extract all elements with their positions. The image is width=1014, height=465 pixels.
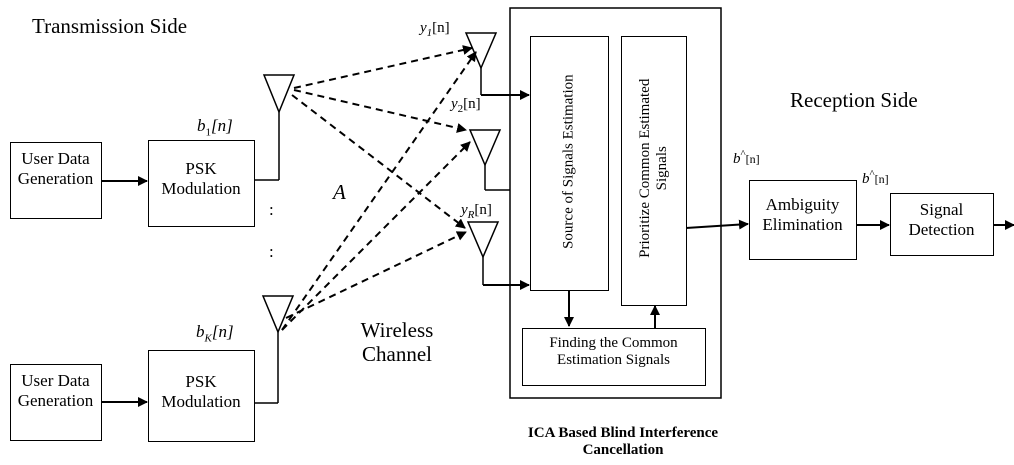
user-data-generation-box-1: User Data Generation [10,142,102,219]
user-data-generation-box-2: User Data Generation [10,364,102,441]
prioritize-label: Prioritize Common Estimated Signals [637,43,672,293]
finding-line-2: Estimation Signals [557,352,670,369]
signal-yr-label: yR[n] [461,202,492,221]
signal-y1-label: y1[n] [420,20,450,39]
ica-caption: ICA Based Blind Interference Cancellatio… [498,425,748,460]
ambiguity-elimination-box: Ambiguity Elimination [749,180,857,260]
source-estimation-box [530,36,609,291]
reception-side-label: Reception Side [790,88,918,112]
psk-2-line-2: Modulation [161,391,241,411]
psk-1-line-1: PSK [185,159,217,178]
ica-caption-line-1: ICA Based Blind Interference [527,425,719,441]
rx-antenna-2 [468,129,510,191]
signal-detection-box: Signal Detection [890,193,994,256]
signal-detection-line-1: Signal [919,200,964,219]
psk-modulation-box-1: PSK Modulation [148,140,255,227]
signal-bhat-1-label: b^[n] [733,148,760,167]
signal-y2-label: y2[n] [451,96,481,115]
ambiguity-line-1: Ambiguity [765,195,840,214]
prioritize-line-2: Signals [654,146,670,191]
user-data-1-line-1: User Data [21,149,90,168]
wireless-line-2: Channel [362,342,432,367]
wireless-channel-label: Wireless Channel [342,318,452,366]
psk-modulation-box-2: PSK Modulation [148,350,255,442]
dots-upper: : [269,200,274,219]
source-estimation-label: Source of Signals Estimation [560,74,577,249]
channel-paths [281,45,477,331]
signal-bk-label: bK[n] [196,322,234,345]
signal-detection-line-2: Detection [908,219,975,239]
ica-container [509,7,722,399]
signal-bhat-2-label: b^[n] [862,168,889,187]
tx-antenna-1 [254,74,296,181]
psk-2-line-1: PSK [185,372,217,391]
channel-matrix-label: A [333,180,346,204]
signal-b1-label: b1[n] [197,116,233,139]
ambiguity-line-2: Elimination [762,214,843,234]
user-data-2-line-2: Generation [17,390,94,410]
ica-caption-line-2: Cancellation [582,442,664,459]
wireless-line-1: Wireless [360,318,434,342]
rx-antenna-1 [464,32,498,95]
connections [101,90,1014,407]
user-data-1-line-2: Generation [17,168,94,188]
dots-lower: : [269,242,274,261]
tx-antenna-k [254,295,295,404]
rx-antenna-r [466,221,500,285]
finding-common-box: Finding the Common Estimation Signals [522,328,706,386]
finding-line-1: Finding the Common [549,335,678,351]
transmission-side-label: Transmission Side [32,14,188,38]
prioritize-line-1: Prioritize Common Estimated [636,78,653,258]
psk-1-line-2: Modulation [161,178,241,198]
prioritize-box [621,36,687,306]
user-data-2-line-1: User Data [21,371,90,390]
